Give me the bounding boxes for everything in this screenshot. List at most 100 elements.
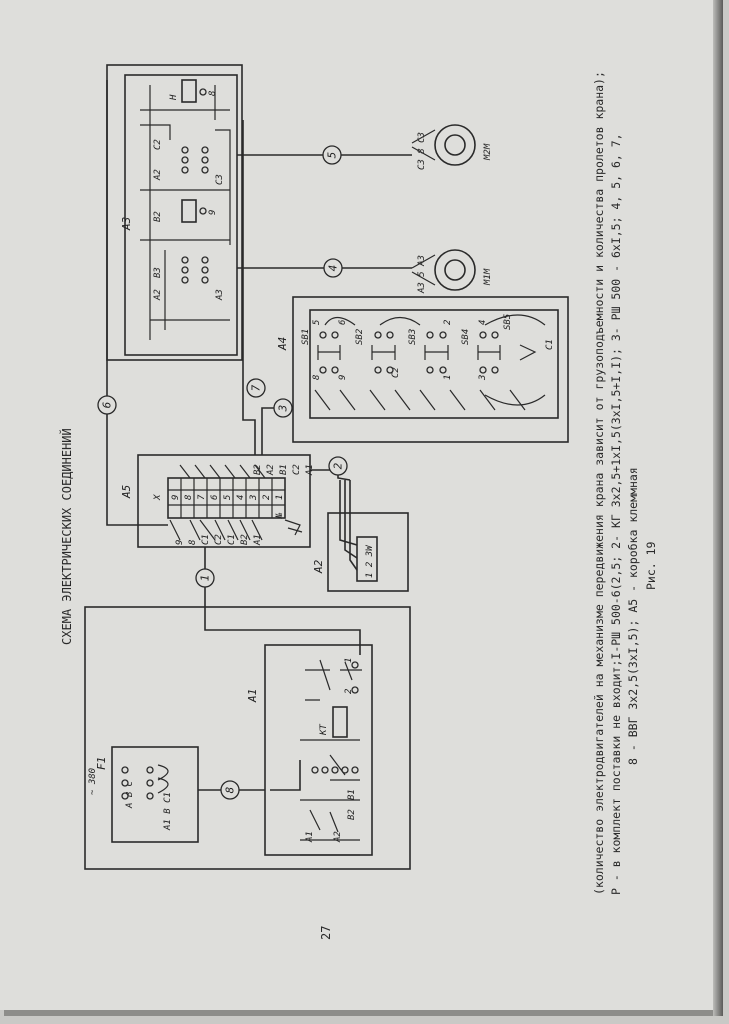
tb-left-c1: C1 xyxy=(201,534,211,545)
sb4-label: SB4 xyxy=(461,329,471,345)
cable-marker-3: 3 xyxy=(273,398,293,418)
page-edge xyxy=(713,0,723,1016)
a1-contact-2: 2 xyxy=(344,689,354,694)
a3-label: A3 xyxy=(120,217,133,231)
a4-4-label: 4 xyxy=(478,320,488,325)
terminal-strip: 9 8 7 6 5 4 3 2 1 № xyxy=(168,478,285,519)
svg-text:7: 7 xyxy=(250,384,263,391)
sb5-label: SB5 xyxy=(503,314,513,330)
a2-terminals: 1 2 3W xyxy=(365,544,375,578)
a1-contact-1: 1 xyxy=(344,658,354,663)
supply-top-terms: A B C xyxy=(125,780,135,809)
kt-label: KT xyxy=(319,724,329,736)
tb-num-2: 2 xyxy=(262,495,272,500)
kt-coil xyxy=(332,706,348,738)
a5-label: A5 xyxy=(120,485,133,499)
tb-right-c2: C2 xyxy=(292,464,302,475)
svg-text:6: 6 xyxy=(101,401,114,408)
caption-line-1: (количество электродвигателей на механиз… xyxy=(592,71,606,895)
block-a2: A2 1 2 3W xyxy=(312,480,409,592)
cable-marker-4: 4 xyxy=(323,258,343,278)
block-f1: F1 ~ 380 A B C A1 B C1 xyxy=(88,746,199,843)
tb-right-b1: B1 xyxy=(279,464,289,475)
svg-text:3: 3 xyxy=(277,405,290,413)
a3-a2-label: A2 xyxy=(153,169,163,181)
block-a5: A5 X 9 8 7 6 5 4 3 2 1 № 9 8 C1 C2 C1 B2… xyxy=(120,454,315,548)
sb1-label: SB1 xyxy=(301,329,311,345)
svg-text:4: 4 xyxy=(327,265,340,272)
caption-line-2: Р - в комплект поставки не входит;I-РШ 5… xyxy=(609,133,623,895)
a3-9-label: 9 xyxy=(208,210,218,215)
a3-h-label: H xyxy=(169,94,179,101)
terminal-box-header: X xyxy=(153,494,163,501)
cable-marker-1: 1 xyxy=(195,568,215,588)
diagram-title: СХЕМА ЭЛЕКТРИЧЕСКИХ СОЕДИНЕНИЙ xyxy=(59,428,74,645)
tb-num-6: 6 xyxy=(210,495,220,500)
tb-num-1: 1 xyxy=(275,495,285,500)
a4-2-label: 2 xyxy=(443,320,453,325)
sb3-label: SB3 xyxy=(408,329,418,345)
cable-marker-6: 6 xyxy=(97,395,117,415)
motor-m2-terms: C3 8 C3 xyxy=(417,132,427,170)
tb-left-b2: B2 xyxy=(240,534,250,545)
a4-1-label: 1 xyxy=(443,375,453,380)
svg-text:5: 5 xyxy=(326,152,339,159)
a1-label: A1 xyxy=(246,689,259,703)
supply-label: ~ 380 xyxy=(88,768,98,795)
cable-marker-7: 7 xyxy=(246,378,266,398)
figure-label: Рис. 19 xyxy=(644,541,658,590)
tb-num-8: 8 xyxy=(184,495,194,500)
block-a4: A4 SB1 SB2 SB3 SB4 SB5 C1 C2 5 6 8 9 2 1… xyxy=(276,296,569,443)
tb-num-no: № xyxy=(275,512,285,519)
a4-6-label: 6 xyxy=(338,320,348,325)
svg-text:2: 2 xyxy=(332,462,345,469)
a4-3-label: 3 xyxy=(478,375,488,381)
tb-right-a2: A2 xyxy=(266,464,276,476)
caption: (количество электродвигателей на механиз… xyxy=(592,71,658,895)
sb2-label: SB2 xyxy=(355,329,365,345)
a4-c2-label: C2 xyxy=(391,367,401,378)
a4-8-label: 8 xyxy=(312,375,322,380)
tb-num-5: 5 xyxy=(223,495,233,500)
a3-c2-label: C2 xyxy=(153,139,163,150)
tb-left-8: 8 xyxy=(188,540,198,545)
tb-left-a1: A1 xyxy=(253,534,263,546)
tb-left-c1b: C1 xyxy=(227,534,237,545)
a3-b3-label: B3 xyxy=(153,267,163,278)
caption-line-3: 8 - ВВГ 3x2,5(3xI,5); А5 - коробка клемм… xyxy=(626,467,640,765)
motor-m1: M1M A3 5 A3 xyxy=(411,249,493,294)
motor-m1-terms: A3 5 A3 xyxy=(417,255,427,294)
motor-m2: M2M C3 8 C3 xyxy=(411,124,493,170)
coil-b2 xyxy=(181,199,197,223)
supply-bottom-terms: A1 B C1 xyxy=(163,792,173,831)
tb-num-3: 3 xyxy=(249,495,259,501)
tb-num-9: 9 xyxy=(171,495,181,500)
tb-left-9: 9 xyxy=(175,540,185,545)
f1-label: F1 xyxy=(95,757,108,770)
a3-b2-label: B2 xyxy=(153,211,163,222)
a1-b1-label: B1 xyxy=(347,789,357,800)
page-number: 27 xyxy=(319,926,333,940)
cable-marker-5: 5 xyxy=(322,145,342,165)
cable-marker-8: 8 xyxy=(220,780,240,800)
wiring xyxy=(106,80,412,791)
a1-a1-label: A1 xyxy=(305,831,315,843)
a4-5-label: 5 xyxy=(312,320,322,325)
block-a3: A3 H 8 B2 9 C2 A2 C3 A2 A3 B3 xyxy=(106,64,243,361)
cable-marker-2: 2 xyxy=(328,456,348,476)
a1-b2-label: B2 xyxy=(347,809,357,820)
coil-h xyxy=(181,79,197,103)
tb-left-c2: C2 xyxy=(214,534,224,545)
a4-9-label: 9 xyxy=(338,375,348,380)
a3-8-label: 8 xyxy=(208,91,218,96)
tb-num-7: 7 xyxy=(197,494,207,500)
tb-num-4: 4 xyxy=(236,495,246,500)
cable-markers: 1 2 3 4 5 6 7 8 xyxy=(97,145,348,800)
svg-text:1: 1 xyxy=(199,575,212,582)
block-a1: A1 KT 1 2 B1 B2 A1 A2 xyxy=(84,606,411,870)
motor-m2-label: M2M xyxy=(483,143,493,161)
a3-a2b-label: A2 xyxy=(153,289,163,301)
a3-c3-label: C3 xyxy=(215,174,225,185)
a4-c1-label: C1 xyxy=(545,339,555,350)
